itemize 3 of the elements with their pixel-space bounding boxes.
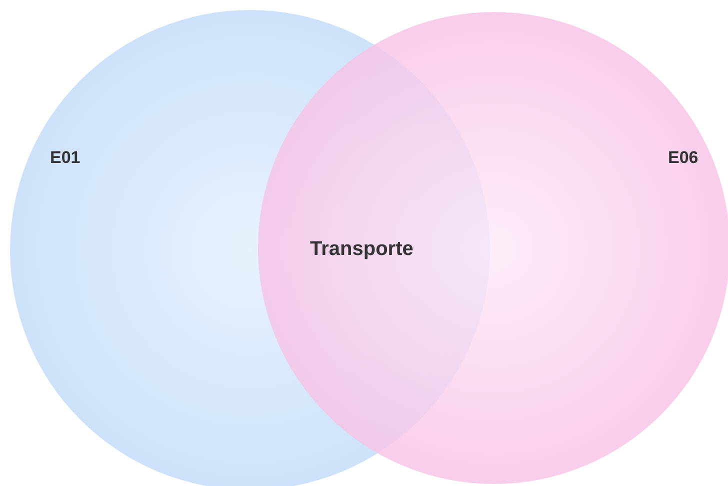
intersection-label: Transporte [310,238,414,261]
set-label: E06 [668,148,698,168]
set-label: E01 [50,148,80,168]
